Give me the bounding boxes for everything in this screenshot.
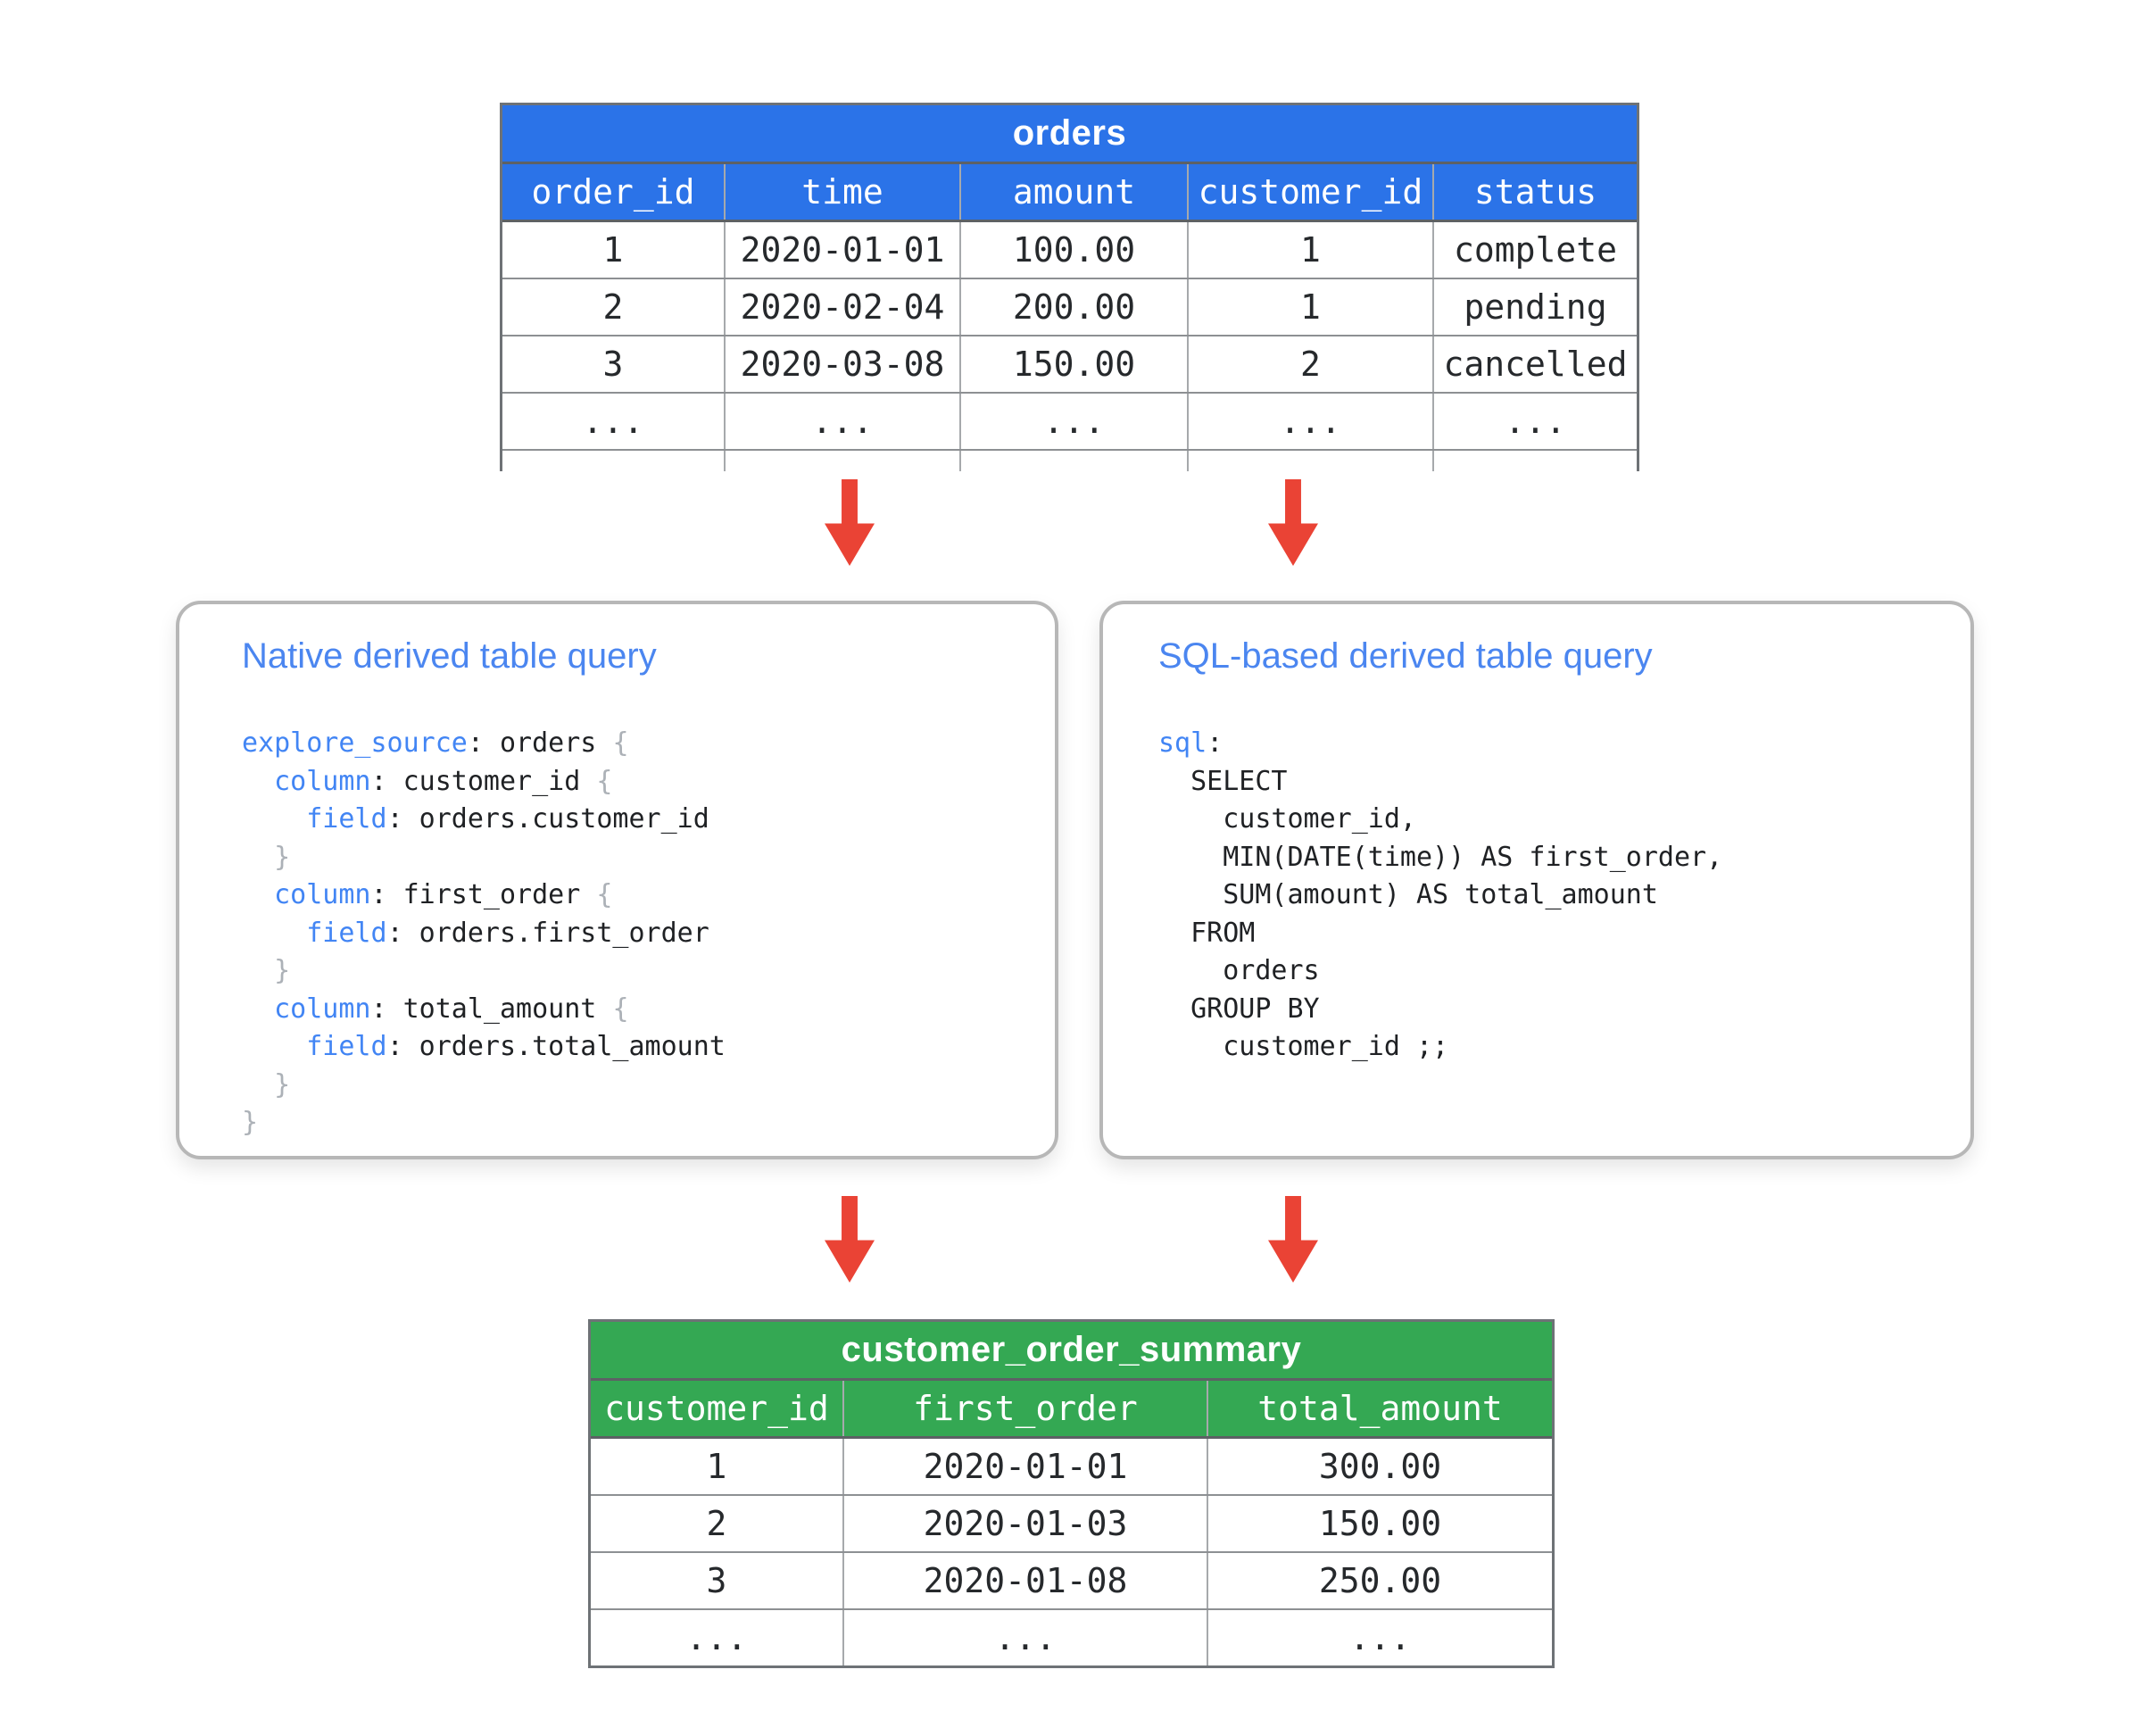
table-cell [1189,451,1434,471]
table-cell: ... [844,1610,1208,1665]
table-cell: 100.00 [961,222,1189,278]
column-header: first_order [844,1381,1208,1436]
sql-card-title: SQL-based derived table query [1158,636,1653,676]
table-cell: 250.00 [1318,1561,1442,1600]
table-cell: 2020-03-08 [726,336,961,392]
summary-table-title: customer_order_summary [591,1322,1552,1381]
code-line: FROM [1158,917,1256,949]
table-cell: 1 [591,1439,844,1494]
code-line: customer_id, [1158,803,1416,835]
table-cell: ... [961,394,1189,449]
table-cell: 200.00 [961,279,1189,335]
table-cell: ... [1189,394,1434,449]
column-header: customer_id [591,1381,844,1436]
table-cell: cancelled [1443,345,1628,384]
table-cell: ... [1349,1618,1411,1657]
table-cell: 2020-02-04 [726,279,961,335]
column-header: amount [961,164,1189,220]
code-line: column: total_amount { [274,993,629,1025]
code-line: column: first_order { [274,879,613,910]
table-cell: 2020-01-01 [726,222,961,278]
table-cell: 1 [1189,222,1434,278]
table-cell: 2020-01-01 [844,1439,1208,1494]
table-cell: pending [1464,287,1607,327]
table-cell: ... [1505,402,1566,441]
code-line: } [242,1068,291,1101]
down-arrow-icon [1268,1196,1318,1283]
code-line: column: customer_id { [274,765,613,797]
table-cell [726,451,961,471]
down-arrow-icon [825,1196,875,1283]
code-line: field: orders.first_order [306,917,709,949]
table-cell: 150.00 [961,336,1189,392]
code-line: } [242,1107,259,1138]
table-cell [1434,451,1637,471]
column-header: customer_id [1189,164,1434,220]
code-line: SELECT [1158,765,1288,797]
table-cell [502,451,726,471]
code-line: field: orders.customer_id [306,803,709,835]
table-cell: 2 [502,279,726,335]
table-cell: complete [1453,230,1618,270]
table-cell: 2 [1189,336,1434,392]
table-cell: 2020-01-08 [844,1553,1208,1608]
table-row: ......... [591,1610,1552,1665]
native-card-title: Native derived table query [242,636,657,676]
table-row: ............... [502,394,1637,451]
sql-lookml-code-block: sql: SELECT customer_id, MIN(DATE(time))… [1158,725,1970,1067]
orders-table-title: orders [502,105,1637,164]
code-line: } [242,841,291,873]
code-line: orders [1158,955,1320,986]
table-cell: ... [726,394,961,449]
down-arrow-icon [825,479,875,566]
table-row [502,451,1637,471]
column-header: time [726,164,961,220]
orders-partial-row [502,451,1637,471]
table-cell: 150.00 [1318,1504,1442,1543]
code-line: MIN(DATE(time)) AS first_order, [1158,841,1723,873]
table-cell [961,451,1189,471]
table-cell: ... [502,394,726,449]
code-line: explore_source: orders { [242,727,629,759]
table-cell: 1 [1189,279,1434,335]
code-line: sql: [1158,727,1223,759]
down-arrow-icon [1268,479,1318,566]
table-cell: 2 [591,1496,844,1551]
table-cell: 2020-01-03 [844,1496,1208,1551]
code-line: GROUP BY [1158,993,1320,1025]
table-cell: 3 [591,1553,844,1608]
table-cell: 1 [502,222,726,278]
table-cell: 3 [502,336,726,392]
code-line: } [242,955,291,986]
native-derived-table-card: Native derived table query explore_sourc… [176,601,1058,1159]
column-header: total_amount [1257,1389,1503,1428]
table-cell: ... [591,1610,844,1665]
column-header: order_id [502,164,726,220]
native-lookml-code-block: explore_source: orders { column: custome… [242,725,1055,1142]
code-line: customer_id ;; [1158,1031,1449,1062]
table-cell: 300.00 [1318,1447,1442,1486]
column-header: status [1473,172,1597,212]
code-line: field: orders.total_amount [306,1031,726,1062]
code-line: SUM(amount) AS total_amount [1158,879,1658,910]
sql-derived-table-card: SQL-based derived table query sql: SELEC… [1099,601,1974,1159]
